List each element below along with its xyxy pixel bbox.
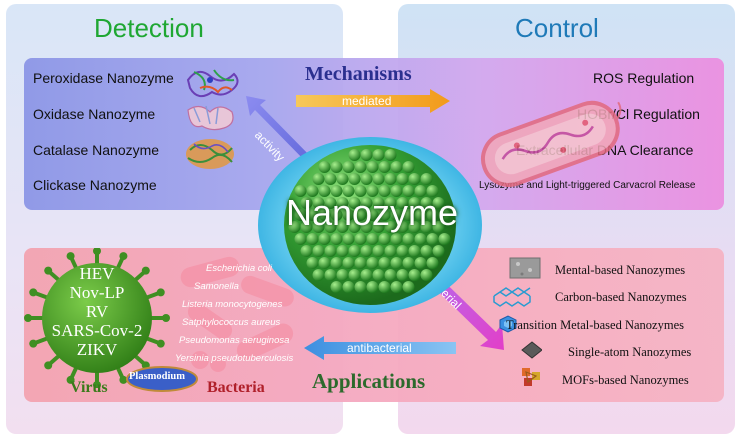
virus-label: Virus [70,379,108,396]
single-atom-icon [521,341,542,359]
virus-zikv: ZIKV [76,340,118,359]
catalase-label: Catalase Nanozyme [33,142,160,158]
carbon-based-icon [493,287,531,307]
bacteria-yersinia: Yersinia pseudotuberculosis [175,353,294,364]
antibacterial-arrow [304,336,456,360]
virus-sars: SARS-Cov-2 [51,321,143,340]
transition-metal-icon [499,315,517,333]
bacteria-listeria: Listeria monocytogenes [182,299,283,310]
bacteria-pseudomonas: Pseudomonas aeruginosa [179,335,290,346]
material-metal: Mental-based Nanozymes [555,263,686,277]
material-transition: Transition Metal-based Nanozymes [506,318,684,332]
peroxidase-structure-icon [186,69,239,98]
bacteria-samonella: Samonella [194,281,239,292]
plasmodium-icon [126,366,198,392]
material-carbon: Carbon-based Nanozymes [555,290,687,304]
metal-based-icon [509,257,541,279]
bacteria-saureus: Satphylococcus aureus [182,317,281,328]
bacteria-ecoli: Escherichia coli [206,263,272,274]
catalase-structure-icon [186,139,234,169]
mofs-based-icon [522,368,540,386]
detection-title: Detection [94,13,204,43]
antibacterial-label: antibacterial [347,341,412,355]
material-mofs: MOFs-based Nanozymes [562,373,689,387]
plasmodium-label: Plasmodium [129,371,186,382]
nanozyme-sphere-icon [258,137,482,313]
mediated-label: mediated [342,94,392,108]
material-single-atom: Single-atom Nanozymes [568,345,692,359]
ros-label: ROS Regulation [593,70,695,86]
oxidase-label: Oxidase Nanozyme [33,106,156,122]
control-title: Control [515,13,599,43]
mediated-arrow [296,89,450,113]
peroxidase-label: Peroxidase Nanozyme [33,70,174,86]
clickase-label: Clickase Nanozyme [33,177,157,193]
nanozyme-title: Nanozyme [285,192,459,233]
bacteria-label: Bacteria [207,379,265,396]
virus-hev: HEV [79,264,115,283]
virus-rv: RV [85,302,109,321]
virus-icon [24,248,170,388]
oxidase-structure-icon [187,105,234,131]
mechanisms-title: Mechanisms [305,63,412,85]
material-icons [493,257,542,386]
bacterium-cell-icon [480,100,622,187]
bacteria-background-icon [180,256,294,372]
enzyme-structures [186,69,239,169]
applications-title: Applications [312,369,426,393]
lysozyme-label: Lysozyme and Light-triggered Carvacrol R… [479,180,696,191]
virus-novlp: Nov-LP [69,283,125,302]
